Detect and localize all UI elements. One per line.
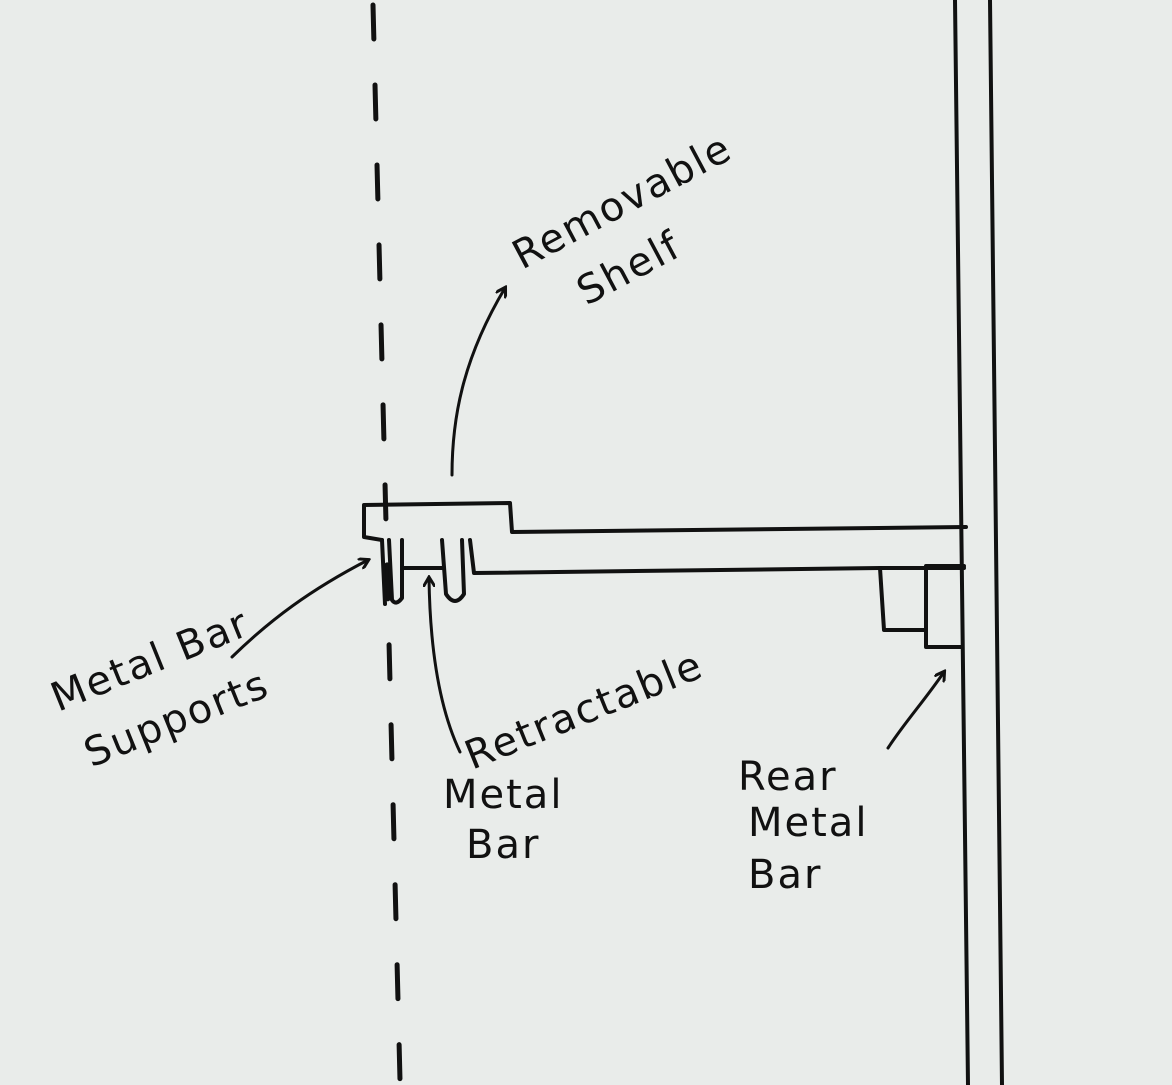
front-plane-dashed-line — [370, 2, 403, 1083]
retractable-label-line-2: Metal — [443, 772, 563, 818]
retractable-metal-bar-arrow — [429, 578, 462, 754]
rear-metal-bar-bracket — [878, 564, 966, 649]
removable-shelf-arrow — [450, 288, 505, 477]
metal-bar-supports-label: Metal Bar Supports — [45, 600, 276, 777]
metal-bar-support-left — [380, 538, 404, 606]
rear-metal-bar-arrow — [886, 672, 944, 750]
retractable-metal-bar-label: Retractable Metal Bar — [443, 642, 710, 868]
metal-bar-support-right — [440, 538, 466, 603]
rear-wall-inner-line — [953, 0, 970, 1085]
rear-label-line-3: Bar — [748, 852, 822, 898]
rear-metal-bar-label: Rear Metal Bar — [738, 754, 868, 898]
rear-label-line-2: Metal — [748, 800, 868, 846]
retractable-label-line-3: Bar — [466, 822, 540, 868]
removable-shelf-label: Removable Shelf — [505, 125, 740, 315]
metal-bar-supports-arrow — [230, 560, 368, 659]
retractable-label-line-1: Retractable — [459, 642, 710, 779]
rear-label-line-1: Rear — [738, 754, 838, 800]
removable-shelf-profile — [362, 501, 968, 575]
rear-wall-outer-line — [988, 0, 1004, 1085]
